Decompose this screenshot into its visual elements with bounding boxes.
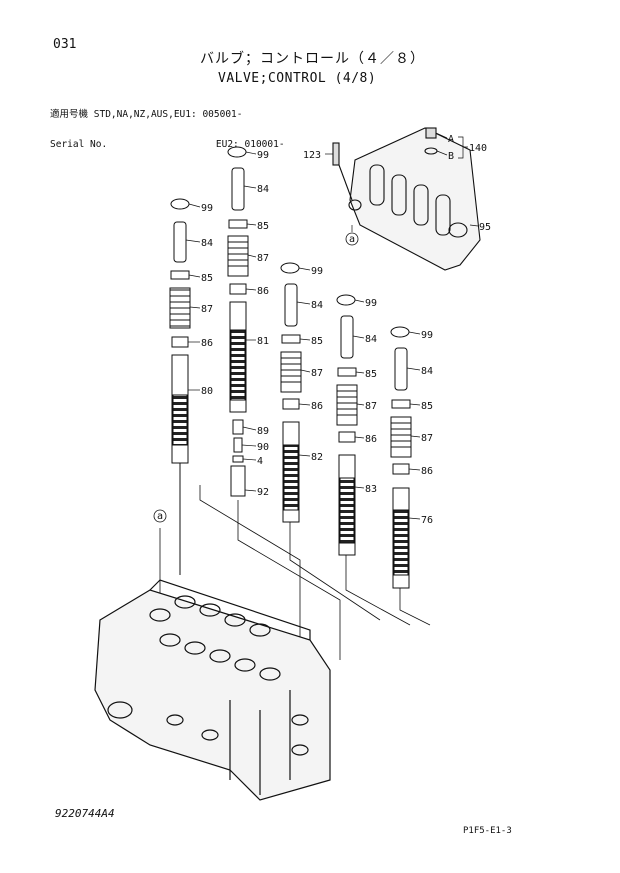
callout-85: 85 [365, 369, 377, 380]
plug-A [425, 127, 437, 139]
spring-87 [336, 384, 358, 426]
cap-84 [231, 167, 245, 211]
cap-84 [340, 315, 354, 359]
callout-84: 84 [257, 184, 269, 195]
callout-87: 87 [311, 368, 323, 379]
callout-87: 87 [257, 253, 269, 264]
seat-86 [338, 431, 356, 443]
o-ring-99 [336, 294, 356, 306]
spool-83 [338, 454, 356, 556]
seat-85 [337, 367, 357, 377]
page-title: VALVE;CONTROL (4/8) [218, 71, 377, 86]
serial-label-en: Serial No. [50, 139, 108, 150]
serial-label-jp: 適用号機 [50, 109, 89, 120]
callout-85: 85 [257, 221, 269, 232]
callout-4: 4 [257, 456, 263, 467]
seat-86 [282, 398, 300, 410]
serial-value-1: 005001- [202, 109, 243, 120]
spool-82 [282, 421, 300, 523]
sheet-code: P1F5-E1-3 [463, 826, 512, 836]
callout-86: 86 [257, 286, 269, 297]
o-ring-99 [390, 326, 410, 338]
callout-84: 84 [311, 300, 323, 311]
spool-81 [229, 301, 247, 413]
serial-models-2: EU2: [215, 139, 239, 150]
callout-83: 83 [365, 484, 377, 495]
seat-85 [391, 399, 411, 409]
cover-assembly-95 [332, 127, 481, 271]
o-ring-99 [227, 146, 247, 158]
callout-86: 86 [201, 338, 213, 349]
callout-76: 76 [421, 515, 433, 526]
cap-84 [394, 347, 408, 391]
seat-86 [229, 283, 247, 295]
callout-140: 140 [469, 143, 487, 154]
spool-assembly-81 [227, 146, 249, 497]
callout-84: 84 [421, 366, 433, 377]
seat-86 [171, 336, 189, 348]
callout-85: 85 [311, 336, 323, 347]
reference-marker-a-bottom: a [153, 509, 167, 523]
o-ring-99 [170, 198, 190, 210]
reference-marker-a-top: a [345, 232, 359, 246]
callout-92: 92 [257, 487, 269, 498]
callout-a: a [157, 511, 163, 522]
page-title-japanese: バルブ；コントロール（４／８） [200, 51, 425, 67]
callout-99: 99 [201, 203, 213, 214]
callout-95: 95 [479, 222, 491, 233]
callout-90: 90 [257, 442, 269, 453]
callout-85: 85 [421, 401, 433, 412]
callout-86: 86 [421, 466, 433, 477]
seat-86 [392, 463, 410, 475]
callout-87: 87 [421, 433, 433, 444]
spring-87 [169, 287, 191, 329]
plunger-89 [232, 419, 244, 435]
serial-models-1: STD,NA,NZ,AUS,EU1: [93, 109, 197, 120]
page-number: 031 [53, 37, 77, 52]
callout-a: a [349, 234, 355, 245]
callout-87: 87 [365, 401, 377, 412]
callout-99: 99 [365, 298, 377, 309]
spool-assembly-83 [336, 294, 358, 556]
bolt-123 [332, 142, 340, 166]
control-valve-body [94, 579, 331, 801]
callout-80: 80 [201, 386, 213, 397]
callout-99: 99 [257, 150, 269, 161]
callout-85: 85 [201, 273, 213, 284]
serial-number-block: 適用号機 STD,NA,NZ,AUS,EU1: 005001- Serial N… [50, 91, 285, 161]
callout-84: 84 [365, 334, 377, 345]
callout-84: 84 [201, 238, 213, 249]
ring-4 [232, 455, 244, 463]
drawing-number: 9220744A4 [55, 807, 115, 820]
callout-A: A [448, 134, 454, 145]
cap-84 [173, 221, 187, 263]
callout-leaders [185, 132, 479, 520]
spring-90 [233, 437, 243, 453]
callout-86: 86 [311, 401, 323, 412]
callout-B: B [448, 151, 454, 162]
seat-85 [281, 334, 301, 344]
callout-81: 81 [257, 336, 269, 347]
spool-assembly-76 [390, 326, 412, 589]
callout-86: 86 [365, 434, 377, 445]
callout-89: 89 [257, 426, 269, 437]
callout-99: 99 [311, 266, 323, 277]
serial-value-2: 010001- [244, 139, 285, 150]
spring-87 [280, 351, 302, 393]
cap-84 [284, 283, 298, 327]
spring-87 [390, 416, 412, 458]
plug-92 [230, 465, 246, 497]
spool-76 [392, 487, 410, 589]
callout-123: 123 [303, 150, 321, 161]
o-ring-99 [280, 262, 300, 274]
spring-87 [227, 235, 249, 277]
callout-99: 99 [421, 330, 433, 341]
callout-87: 87 [201, 304, 213, 315]
spool-assembly-80 [169, 198, 191, 575]
seat-85 [170, 270, 190, 280]
callout-82: 82 [311, 452, 323, 463]
seat-85 [228, 219, 248, 229]
